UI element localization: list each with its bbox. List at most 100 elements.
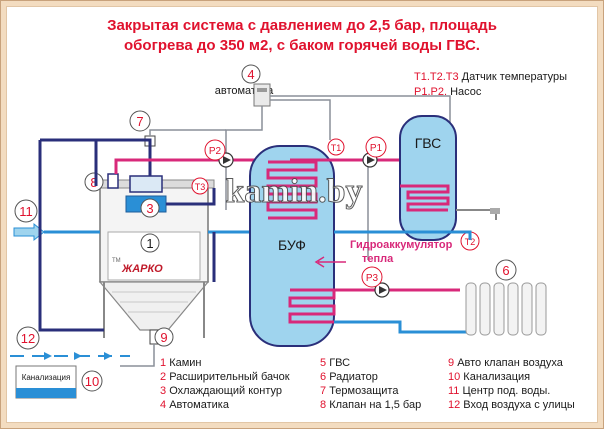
accumulator-label-1: Гидроаккумулятор [350, 239, 453, 251]
marker-t1 [327, 138, 345, 156]
marker-4-label: 4 [247, 67, 254, 82]
legend-item-4: 4 Автоматика [160, 399, 230, 411]
marker-t3-label: Т3 [195, 182, 206, 192]
buf-label: БУФ [278, 237, 306, 253]
buf-lower-coil [288, 288, 336, 324]
marker-p3 [361, 266, 383, 288]
marker-10 [81, 370, 103, 392]
marker-9-label: 9 [160, 330, 167, 345]
legend-number: 2 [160, 371, 169, 383]
legend-item-7: 7 Термозащита [320, 385, 399, 397]
legend-text: Автоматика [169, 399, 230, 411]
sewer-water [16, 388, 76, 398]
radiator [465, 282, 547, 336]
control-wire-b [225, 106, 263, 144]
control-wire-a [270, 99, 331, 140]
buf-upper-coil [266, 160, 318, 220]
marker-p1 [365, 136, 387, 158]
brand-logo: ЖАРКО [121, 263, 163, 275]
legend-text: Термозащита [329, 385, 399, 397]
legend-text: Расширительный бачок [169, 371, 290, 383]
legend-item-12: 12 Вход воздуха с улицы [448, 399, 575, 411]
marker-1-label: 1 [146, 236, 153, 251]
automatics-box [253, 83, 271, 107]
drain-line [120, 344, 155, 367]
pump-legend: Р1.Р2. Насос [414, 86, 482, 98]
marker-8-label: 8 [90, 175, 97, 190]
dark-pipe-tank [96, 138, 152, 176]
legend-item-3: 3 Охлаждающий контур [160, 385, 282, 397]
legend-text: Охлаждающий контур [169, 385, 282, 397]
marker-p3-label: Р3 [366, 273, 379, 284]
marker-p2 [204, 139, 226, 161]
gvs-coil [400, 184, 450, 212]
legend-item-6: 6 Радиатор [320, 371, 378, 383]
marker-12-label: 12 [21, 331, 35, 346]
legend-item-5: 5 ГВС [320, 357, 350, 369]
marker-11-label: 11 [19, 204, 33, 219]
marker-7-label: 7 [136, 114, 143, 129]
hot-tap-icon [490, 208, 500, 214]
marker-6 [495, 259, 517, 281]
marker-t1-label: Т1 [331, 143, 342, 153]
legend-number: 5 [320, 357, 329, 369]
marker-8 [84, 172, 104, 192]
legend-number: 1 [160, 357, 169, 369]
sensor-legend: Т1.Т2.Т3 Датчик температуры [414, 71, 567, 83]
cold-pipe-gvs [334, 230, 472, 240]
legend-number: 8 [320, 399, 329, 411]
marker-p1-label: Р1 [370, 143, 383, 154]
marker-t2-label: Т2 [465, 237, 476, 247]
marker-4 [241, 64, 261, 84]
marker-11 [14, 199, 38, 223]
buffer-tank [249, 145, 335, 347]
pump-p3-arrow-icon [379, 286, 387, 294]
legend-text: Вход воздуха с улицы [463, 399, 575, 411]
marker-3-label: 3 [146, 201, 153, 216]
cold-pipe-radiator [334, 320, 470, 334]
sensor-label: Датчик температуры [459, 71, 567, 83]
marker-7 [129, 110, 151, 132]
legend-text: Канализация [463, 371, 530, 383]
expansion-tank [129, 175, 163, 193]
legend-item-10: 10 Канализация [448, 371, 530, 383]
marker-p2-label: Р2 [209, 146, 222, 157]
marker-3 [140, 198, 160, 218]
accumulator-label-2: тепла [362, 253, 394, 265]
accumulator-arrow-icon [314, 256, 346, 268]
legend-number: 9 [448, 357, 457, 369]
sensor-codes: Т1.Т2.Т3 [414, 71, 459, 83]
pump-p1-arrow-icon [367, 156, 375, 164]
legend-text: Камин [169, 357, 201, 369]
pump-codes: Р1.Р2. [414, 86, 447, 98]
dark-pipe-out [166, 188, 216, 206]
legend-number: 10 [448, 371, 463, 383]
watermark: kamin.by [226, 173, 363, 210]
legend-number: 11 [448, 385, 462, 397]
legend-number: 7 [320, 385, 329, 397]
ash-funnel [98, 281, 210, 331]
legend-item-8: 8 Клапан на 1,5 бар [320, 399, 421, 411]
legend-number: 12 [448, 399, 463, 411]
automatics-display [257, 88, 267, 92]
gvs-label: ГВС [415, 135, 442, 151]
air-intake-arrow-icons [44, 352, 112, 360]
pump-label: Насос [447, 86, 482, 98]
legend-item-1: 1 Камин [160, 357, 202, 369]
legend-number: 4 [160, 399, 169, 411]
legend-text: Клапан на 1,5 бар [329, 399, 421, 411]
title-line-2: обогрева до 350 м2, с баком горячей воды… [124, 37, 480, 54]
legend-text: Авто клапан воздуха [457, 357, 564, 369]
pump-p2-arrow-icon [223, 156, 231, 164]
legend-item-9: 9 Авто клапан воздуха [448, 357, 564, 369]
sewer-label: Канализация [22, 373, 71, 382]
legend-number: 6 [320, 371, 329, 383]
legend-text: Центр под. воды. [462, 385, 550, 397]
legend-text: Радиатор [329, 371, 378, 383]
marker-12 [16, 326, 40, 350]
hot-supply-pipe [114, 158, 250, 174]
dark-pipe-loop [38, 140, 104, 332]
marker-1 [140, 233, 160, 253]
